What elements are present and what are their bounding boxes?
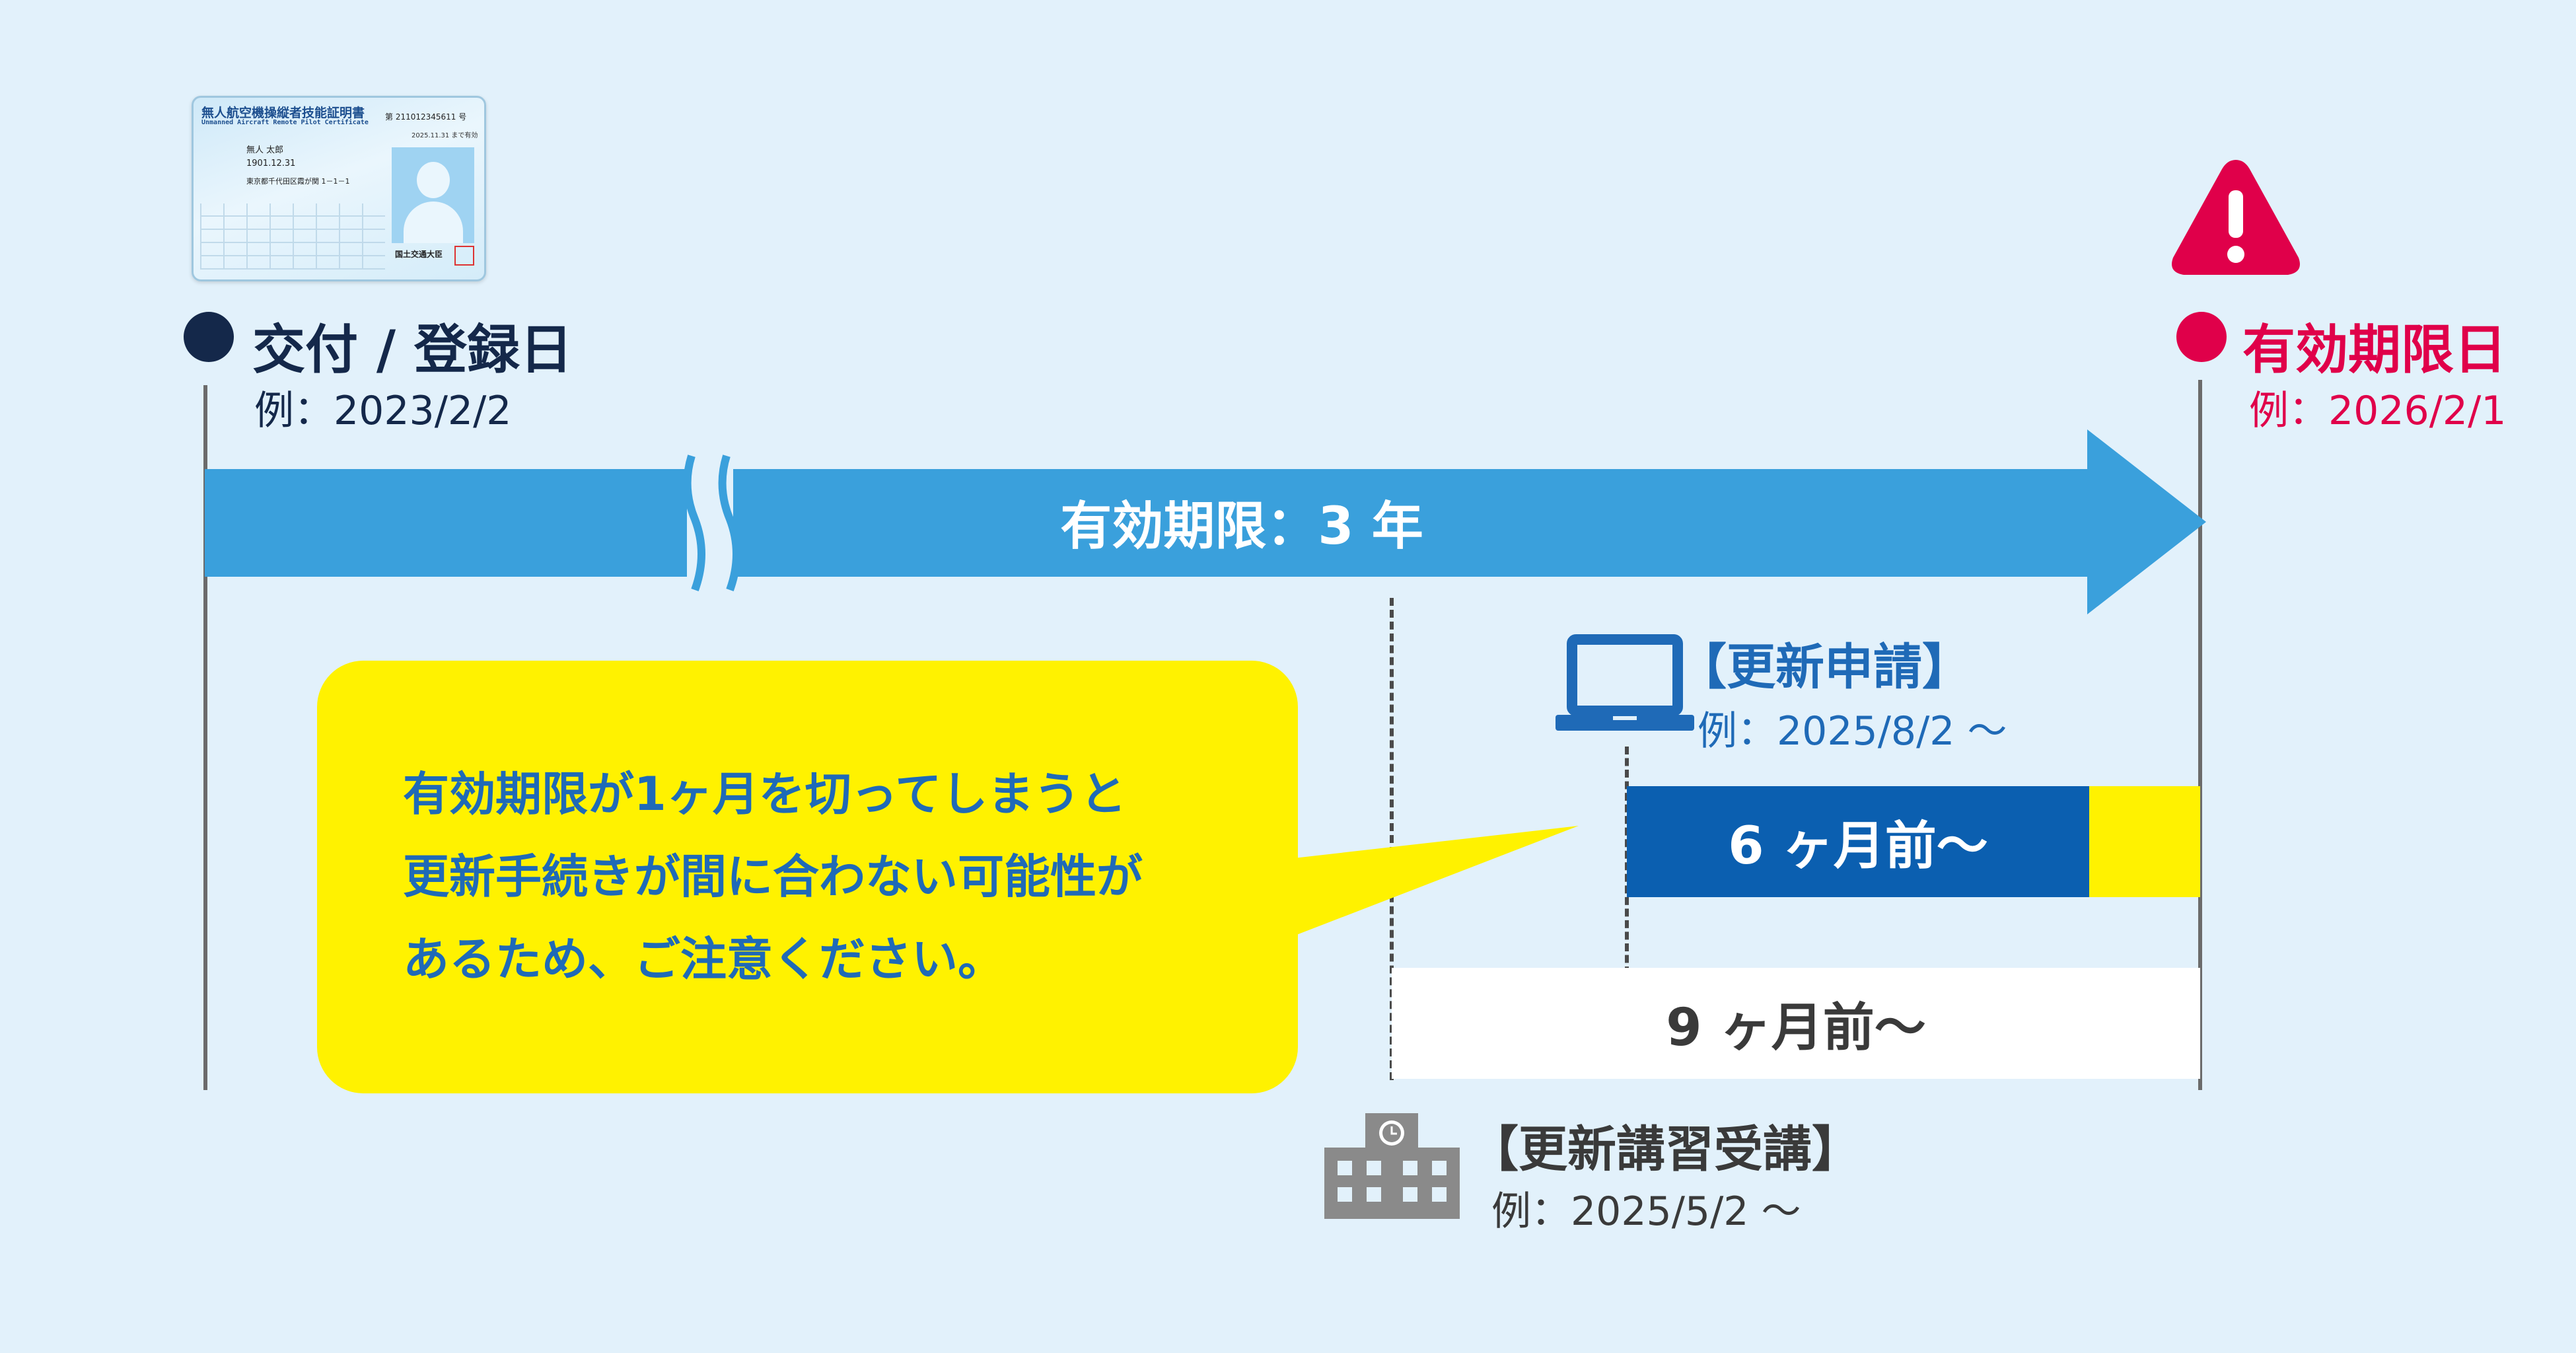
renewal-course-title: 【更新講習受講】 [1470, 1121, 1861, 1178]
renewal-course-guide [1390, 598, 1394, 1080]
end-line [2198, 380, 2202, 1090]
license-card-grid [200, 203, 385, 270]
license-card-seal [454, 246, 474, 266]
validity-label: 有効期限：3 年 [1060, 497, 1423, 556]
start-line [203, 385, 207, 1090]
six-month-label: 6 ヶ月前〜 [1728, 817, 1988, 876]
license-card-subtitle: Unmanned Aircraft Remote Pilot Certifica… [201, 119, 369, 126]
license-card-name: 無人 太郎 [246, 145, 284, 155]
license-card-title: 無人航空機操縦者技能証明書 [201, 106, 365, 120]
nine-month-bar [1392, 968, 2200, 1079]
callout-line-1: 有効期限が1ヶ月を切ってしまうと [403, 767, 1127, 821]
nine-month-label: 9 ヶ月前〜 [1666, 998, 1926, 1058]
validity-arrow [205, 429, 2206, 614]
license-card-number: 第 211012345611 号 [385, 112, 467, 122]
application-title: 【更新申請】 [1678, 639, 1971, 696]
license-card: 無人航空機操縦者技能証明書 Unmanned Aircraft Remote P… [192, 96, 486, 281]
end-example: 例：2026/2/1 [2249, 388, 2507, 434]
laptop-icon [1552, 634, 1698, 733]
warning-icon [2166, 152, 2305, 284]
license-card-dob: 1901.12.31 [246, 159, 296, 168]
application-example: 例：2025/8/2 〜 [1698, 708, 2007, 754]
six-month-bar [1627, 786, 2089, 897]
callout-line-3: あるため、ご注意ください。 [403, 932, 1004, 986]
final-month-bar [2089, 786, 2200, 897]
license-card-photo [392, 147, 474, 243]
license-card-expiry: 2025.11.31 まで有効 [411, 132, 478, 139]
license-card-address: 東京都千代田区霞が関 1－1－1 [246, 177, 350, 186]
start-marker-dot [184, 312, 234, 362]
start-label: 交付 / 登録日 [252, 319, 573, 381]
start-example: 例：2023/2/2 [254, 388, 512, 434]
license-card-issuer: 国土交通大臣 [395, 250, 443, 259]
end-marker-dot [2176, 312, 2227, 362]
warning-callout [317, 661, 1592, 1097]
renewal-course-example: 例：2025/5/2 〜 [1491, 1188, 1801, 1235]
end-label: 有効期限日 [2242, 319, 2507, 381]
building-icon [1324, 1113, 1460, 1219]
callout-line-2: 更新手続きが間に合わない可能性が [403, 850, 1143, 904]
